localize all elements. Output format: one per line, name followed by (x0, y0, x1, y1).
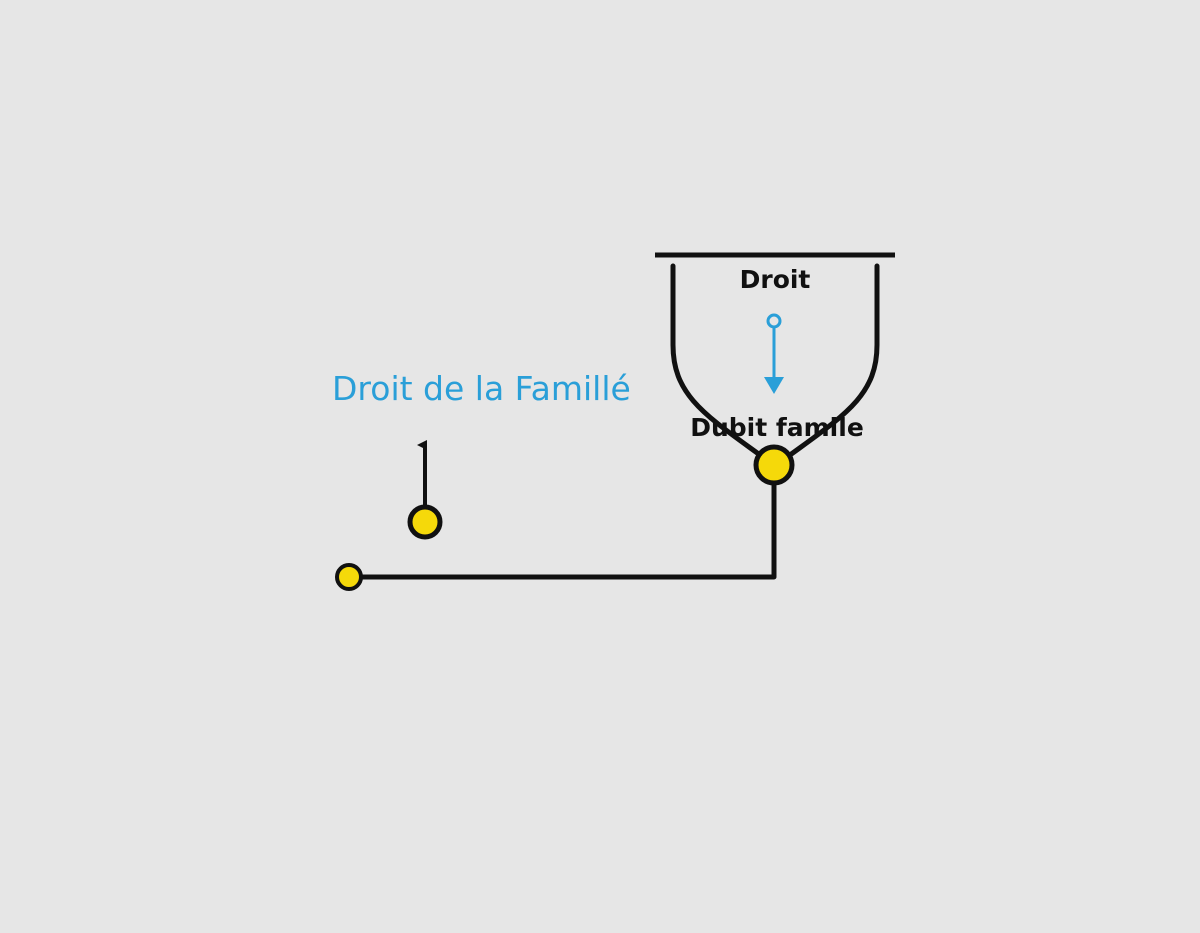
diagram-title: Droit de la Famillé (332, 369, 631, 408)
funnel-top-label: Droit (740, 265, 811, 294)
funnel-right-wall (787, 263, 880, 458)
outlet-node (753, 444, 795, 486)
inner-start-dot (766, 313, 782, 329)
up-arrow-node (407, 504, 443, 540)
funnel-left-wall (670, 263, 763, 458)
connector-line (349, 485, 777, 580)
funnel-bottom-label: Dubit famlle (690, 413, 864, 442)
connector-start-node (335, 563, 363, 591)
inner-arrow-head-icon (764, 377, 784, 394)
